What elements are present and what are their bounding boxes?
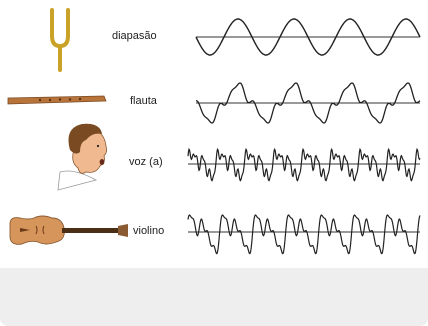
violin-icon — [9, 215, 128, 245]
waveform-violino — [187, 214, 421, 255]
label-diapasao: diapasão — [112, 30, 157, 42]
label-violino: violino — [133, 225, 165, 237]
waveform-voz — [187, 147, 421, 182]
face-singing-icon — [57, 123, 108, 191]
label-voz: voz (a) — [129, 156, 163, 168]
tuning-fork-icon — [50, 8, 70, 72]
waveform-diapasao — [195, 18, 421, 56]
figure-canvas — [7, 8, 421, 255]
flute-icon — [7, 95, 107, 105]
label-flauta: flauta — [130, 95, 157, 107]
waveform-figure: diapasão flauta voz (a) violino — [7, 8, 421, 255]
footer-bar — [0, 268, 428, 326]
wave-axes — [188, 36, 420, 233]
waveform-flauta — [195, 82, 421, 124]
